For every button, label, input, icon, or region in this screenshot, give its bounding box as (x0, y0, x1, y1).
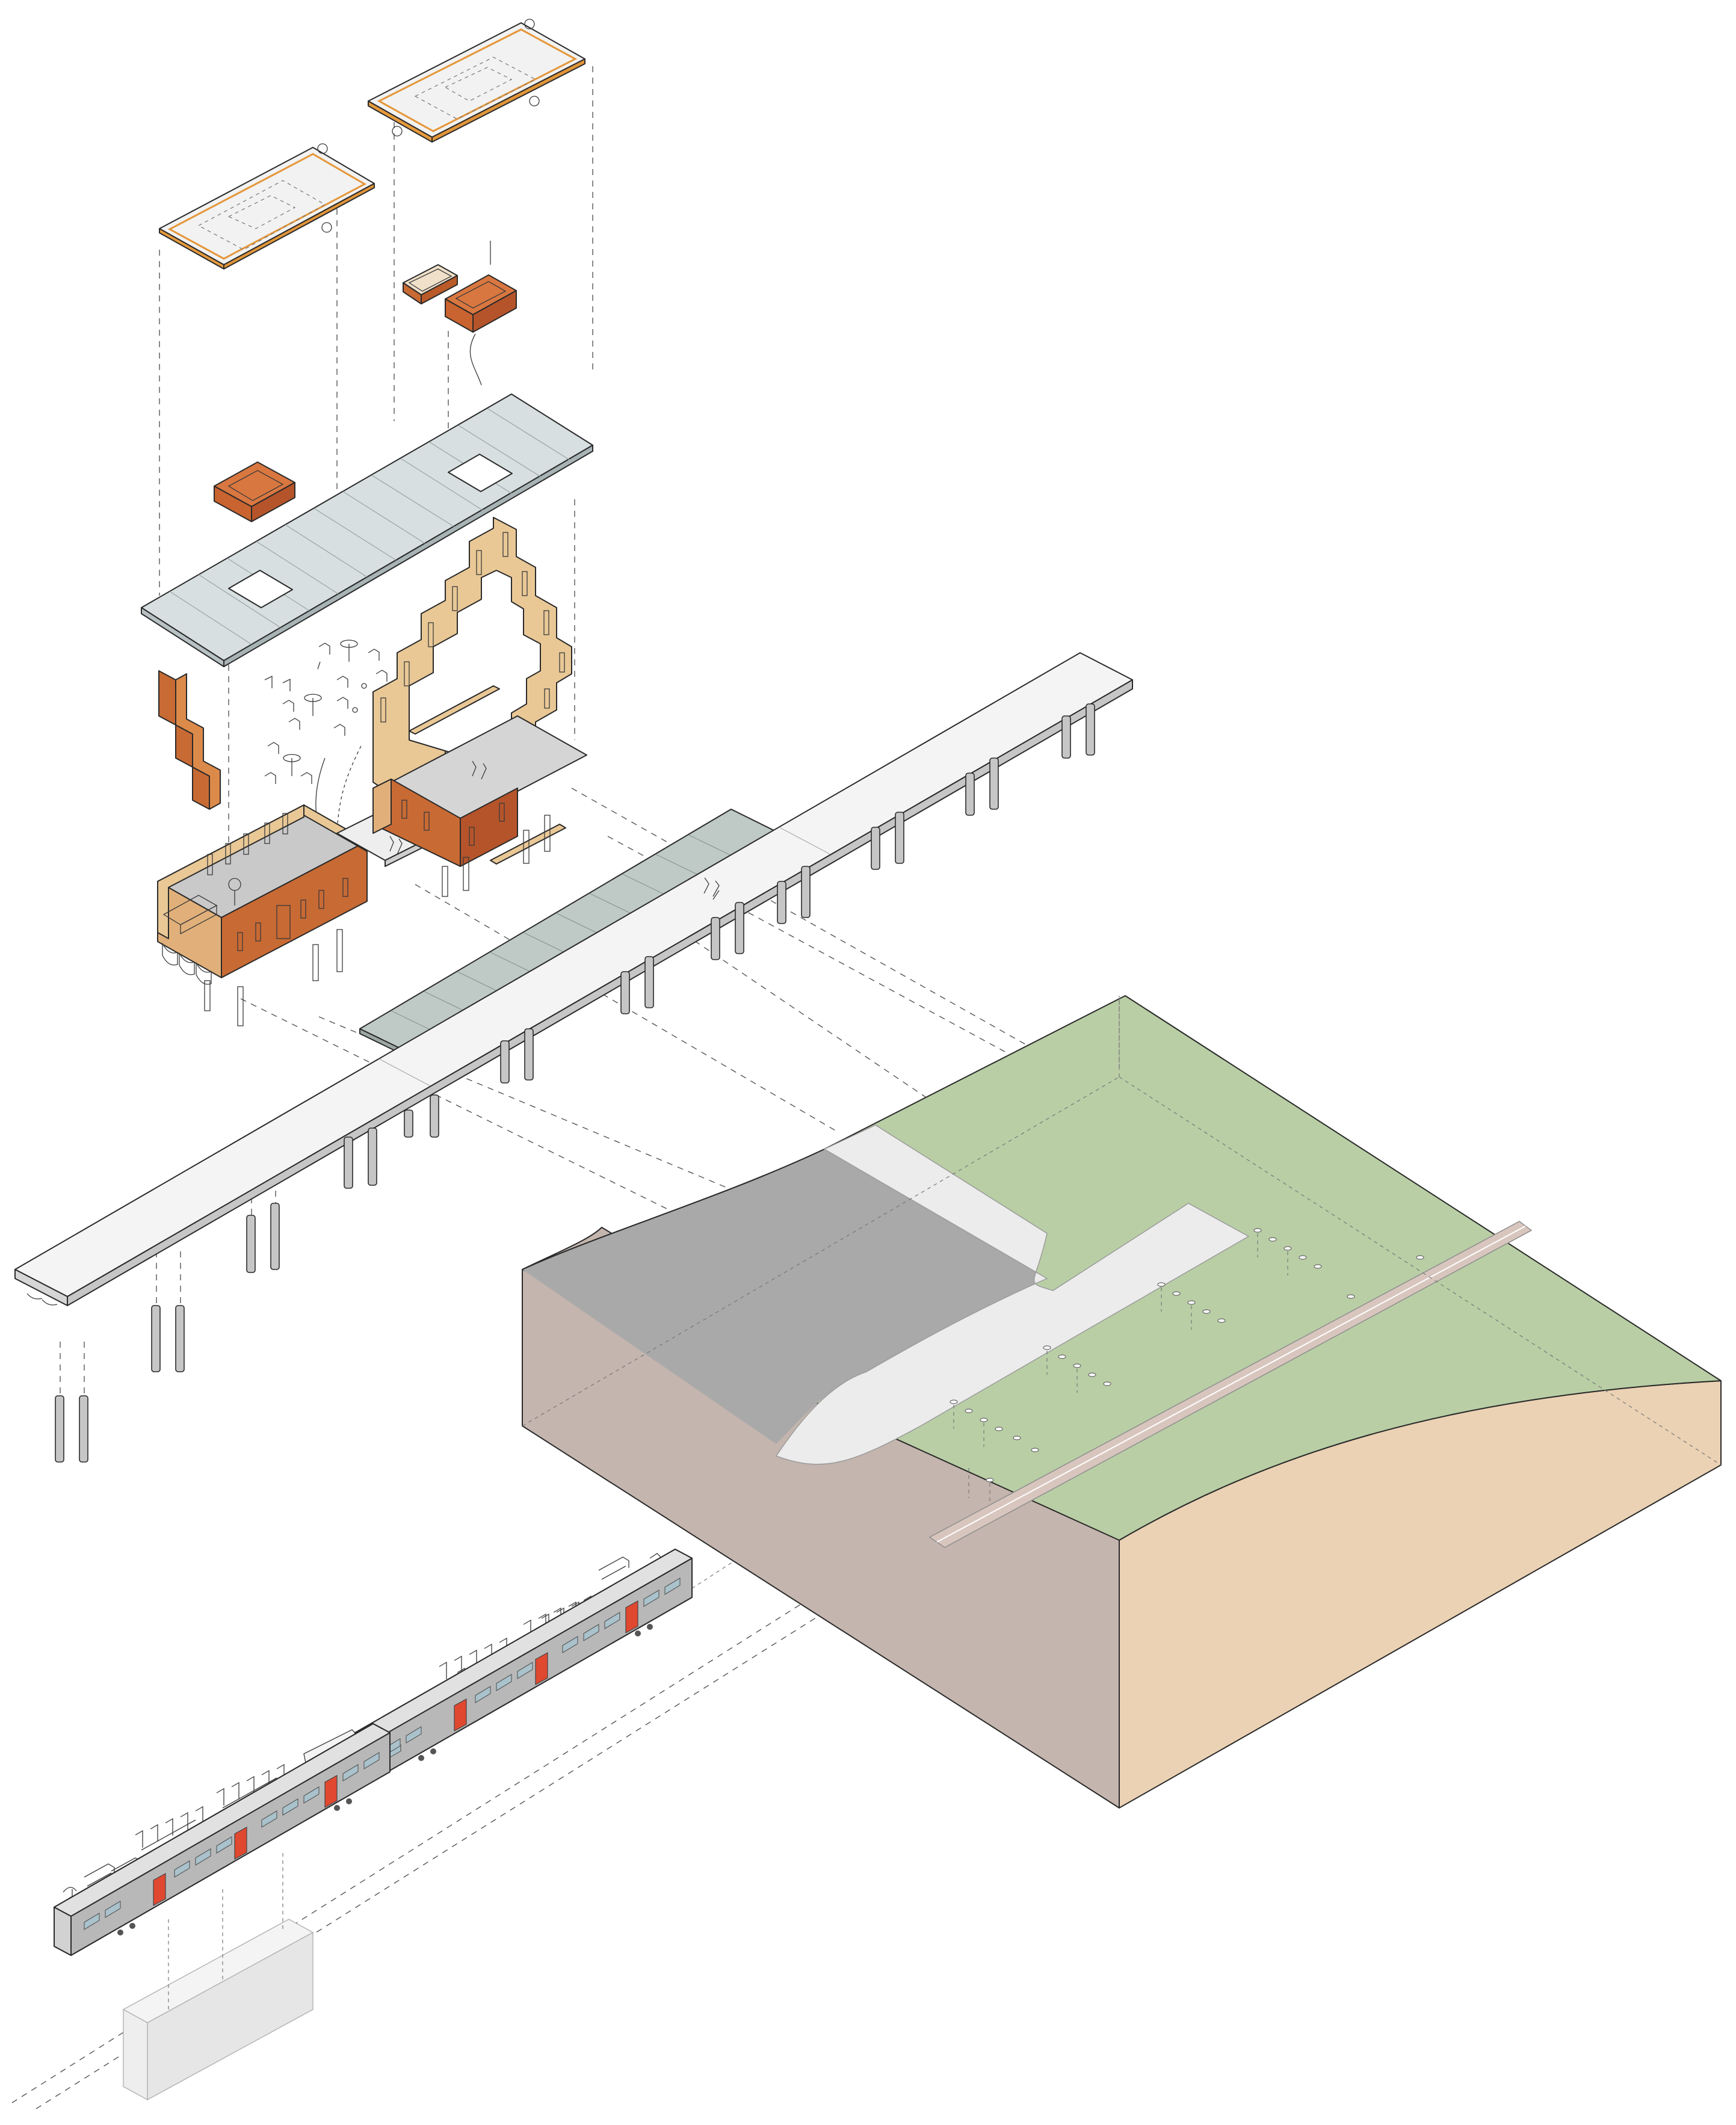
roof-slab (141, 393, 593, 667)
roof-panel-right (368, 19, 585, 143)
ground-floor-module-left (157, 804, 368, 1026)
skylight-box-lower (214, 461, 295, 522)
floating-furniture (264, 640, 388, 843)
platform-piles (55, 703, 1095, 1463)
train-car-rear (354, 1549, 693, 1781)
train-car-front (54, 1723, 391, 1956)
skylight-box-large (445, 241, 517, 386)
ground-floor-module-right (372, 715, 587, 897)
landscape-block (522, 995, 1722, 1809)
end-wall-fragment (158, 670, 221, 810)
ghost-platform-block (122, 1853, 314, 2101)
skylight-box-small (403, 264, 458, 304)
roof-panel-left (159, 143, 375, 270)
train (54, 1549, 693, 1956)
